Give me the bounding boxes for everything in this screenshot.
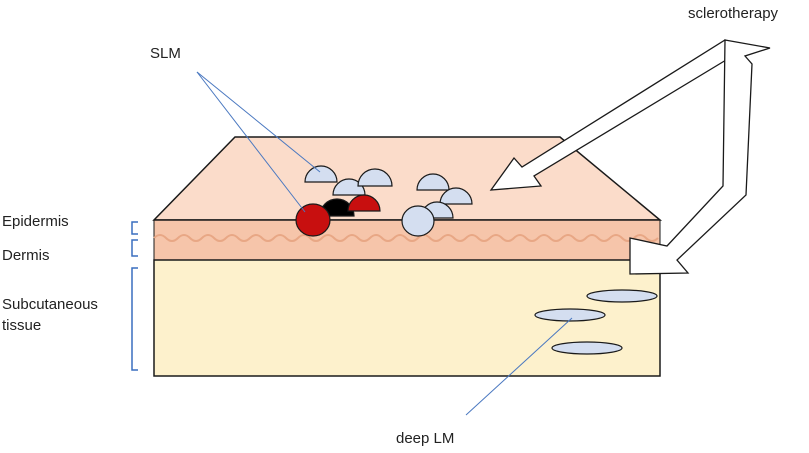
superficial-lesions (295, 165, 473, 237)
layer-brackets (131, 221, 138, 371)
lesion-dome (439, 187, 473, 205)
sclerotherapy-arrow-upper (489, 39, 737, 191)
deep-lesion (534, 308, 606, 322)
deep-lm-label: deep LM (396, 430, 454, 447)
epidermis-label: Epidermis (2, 213, 69, 230)
lesion-sphere-red (295, 203, 331, 237)
deep-lm-pointer-line (465, 317, 573, 416)
tissue-label: tissue (2, 317, 41, 334)
slm-pointer-line (196, 71, 321, 173)
lesion-dome-red (347, 194, 381, 212)
lesion-dome (357, 168, 393, 187)
lesion-dome (304, 165, 338, 183)
lesion-dome (332, 178, 366, 196)
epidermis-bracket (131, 221, 138, 235)
slm-label: SLM (150, 45, 181, 62)
dermis-label: Dermis (2, 247, 50, 264)
pointer-lines (196, 71, 573, 416)
lesion-dome (416, 173, 450, 191)
deep-lesion (551, 341, 623, 355)
subcutaneous-label: Subcutaneous (2, 296, 98, 313)
slm-pointer-line (196, 71, 306, 213)
dermis-wave (153, 234, 659, 242)
deep-lesions (534, 289, 658, 355)
sclerotherapy-label: sclerotherapy (688, 5, 779, 22)
skin-top-surface (152, 136, 663, 221)
lesion-sphere (401, 205, 435, 237)
dermis-bracket (131, 239, 138, 257)
deep-lesion (586, 289, 658, 303)
subcutaneous-bracket (131, 267, 138, 371)
sclerotherapy-arrow-lower (629, 39, 771, 275)
